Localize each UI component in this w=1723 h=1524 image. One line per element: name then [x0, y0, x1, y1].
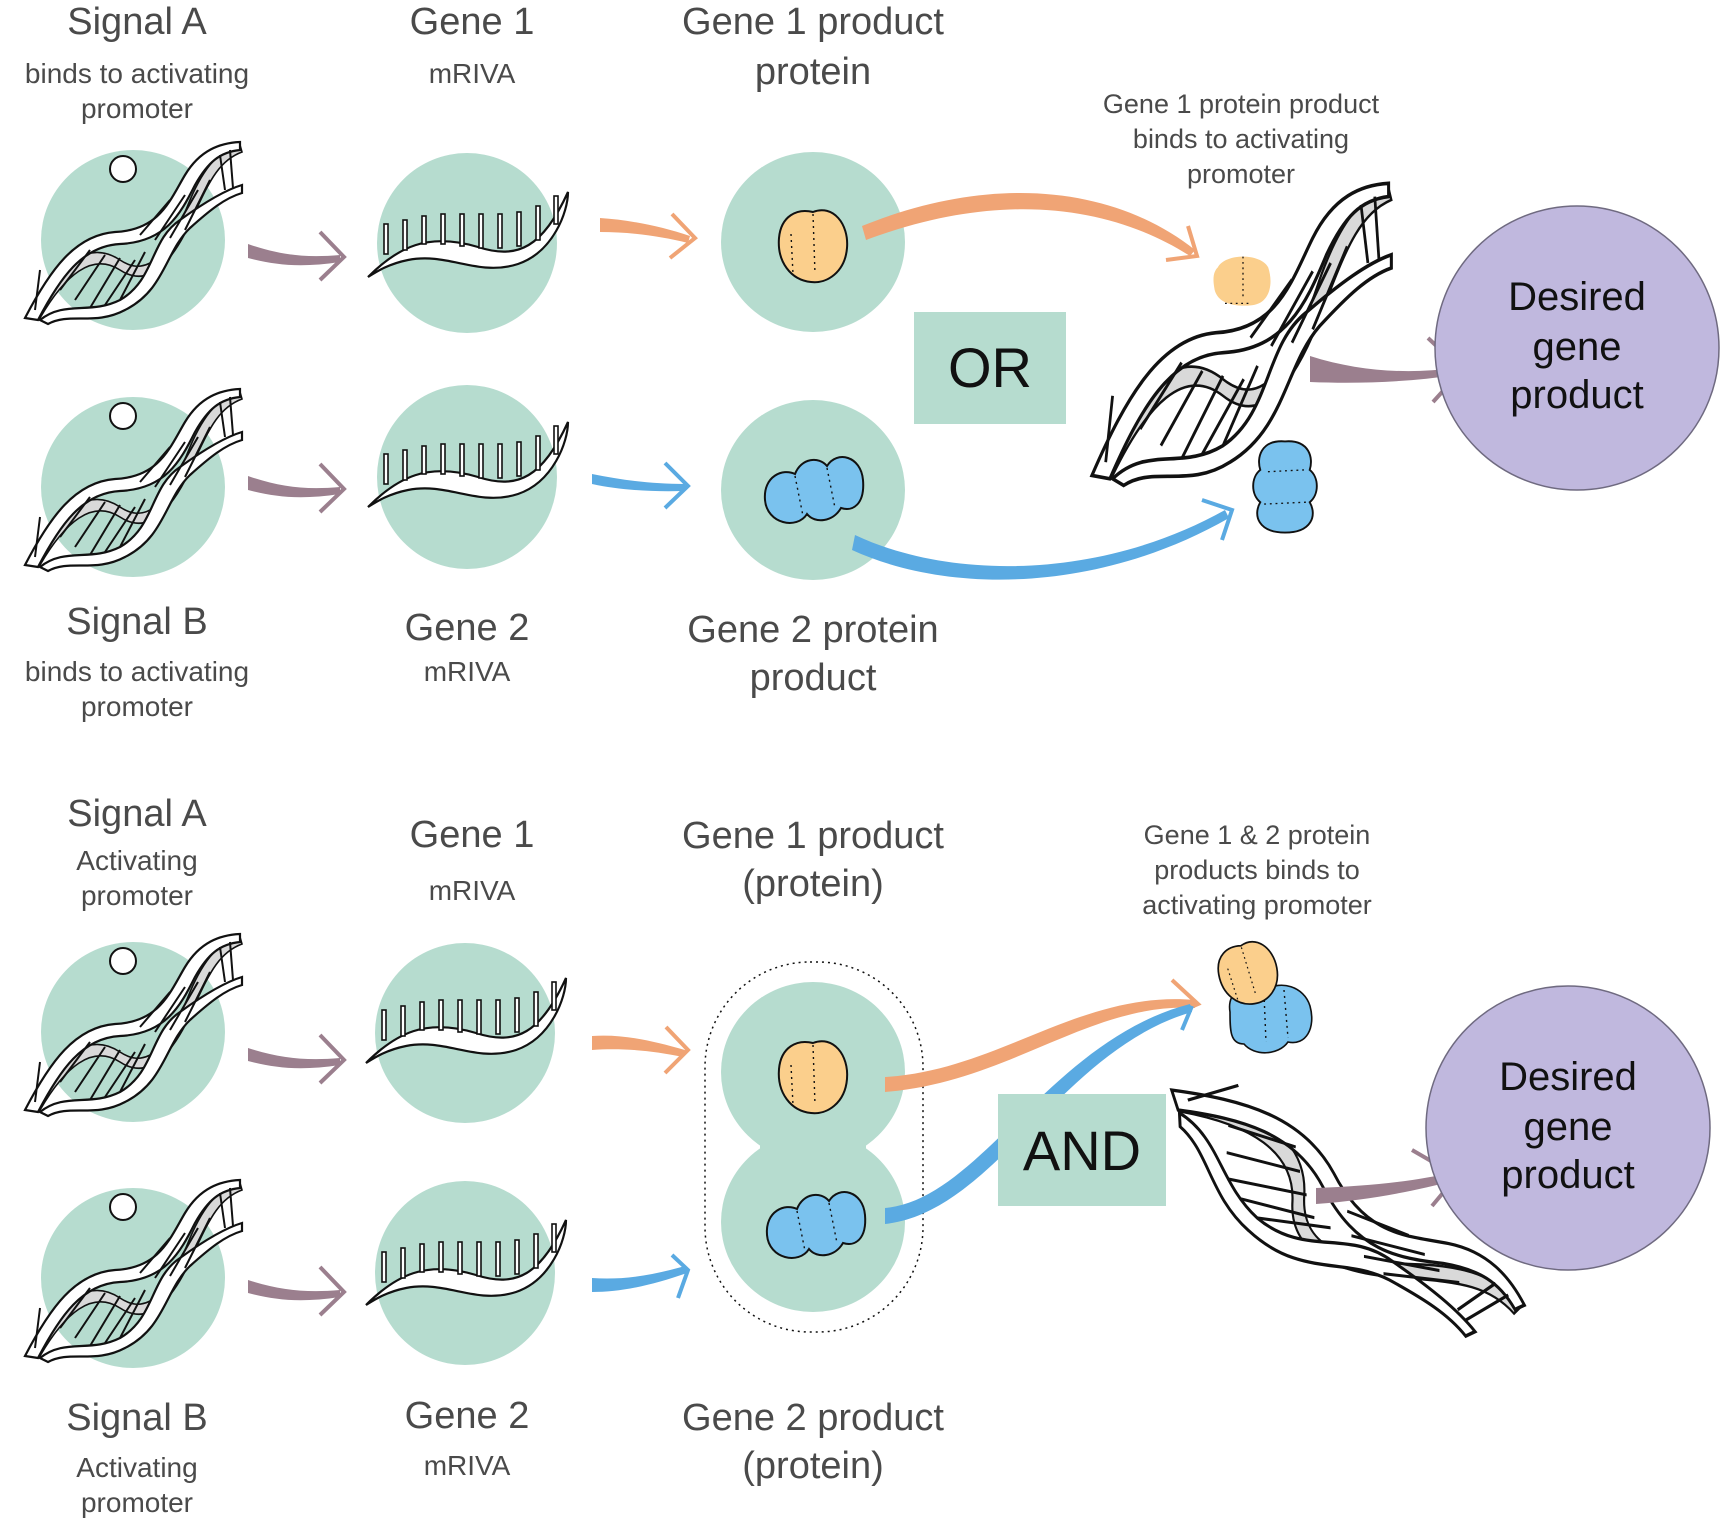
or-arrow-signal-a: [248, 244, 340, 266]
and-binding-note-1: Gene 1 & 2 protein: [1144, 820, 1371, 850]
or-protein1-icon: [777, 209, 849, 284]
and-signal-b-molecule-icon: [109, 1193, 137, 1221]
or-binding-note-3: promoter: [1187, 159, 1295, 189]
and-binding-note-3: activating promoter: [1142, 890, 1372, 920]
and-arrow-protein2-head: [1180, 1005, 1194, 1031]
or-bound-protein1-icon: [1213, 256, 1271, 306]
or-binding-note-2: binds to activating: [1133, 124, 1349, 154]
and-output-line2: gene: [1524, 1105, 1613, 1149]
or-output-line1: Desired: [1508, 275, 1646, 319]
and-arrow-gene2-head: [670, 1253, 691, 1299]
or-gene2-desc: mRIVA: [424, 656, 511, 687]
or-arrow-protein1-head: [1165, 225, 1200, 262]
and-gene2-product-2: (protein): [742, 1445, 884, 1487]
or-arrow-output: [1310, 356, 1455, 383]
and-gene2-desc: mRIVA: [424, 1450, 511, 1481]
or-gene1-product-2: protein: [755, 51, 871, 93]
and-arrow-gene1: [592, 1035, 685, 1057]
or-gate-box: [914, 312, 1066, 424]
and-protein1-icon: [777, 1040, 849, 1115]
and-arrow-output: [1316, 1172, 1457, 1204]
or-arrow-gene2-head: [663, 461, 691, 510]
or-arrow-gene1-head: [668, 212, 698, 260]
and-signal-b-desc-1: Activating: [76, 1452, 197, 1483]
and-product-complex-boundary: [704, 961, 924, 1333]
or-arrow-gene1: [600, 218, 690, 243]
and-output-line3: product: [1501, 1153, 1634, 1197]
or-desired-gene-product: [1434, 205, 1720, 491]
and-arrow-signal-b: [248, 1280, 340, 1301]
or-gene2-product-1: Gene 2 protein: [687, 609, 938, 651]
and-signal-b-title: Signal B: [66, 1397, 208, 1439]
and-signal-a-molecule-icon: [109, 947, 137, 975]
and-product-cell-bridge: [760, 1120, 866, 1180]
or-arrow-gene2: [592, 474, 685, 492]
or-gene2-product-2: product: [750, 657, 877, 699]
and-desired-gene-product: [1425, 985, 1711, 1271]
and-gene1-product-2: (protein): [742, 863, 884, 905]
and-signal-a-title: Signal A: [67, 793, 207, 835]
and-gene2-product-1: Gene 2 product: [682, 1397, 944, 1439]
or-signal-a-desc-1: binds to activating: [25, 58, 249, 89]
or-gene1-desc: mRIVA: [429, 58, 516, 89]
or-signal-b-desc-2: promoter: [81, 691, 193, 722]
or-arrow-protein2-to-promoter: [852, 510, 1229, 580]
signal-a-molecule-icon: [109, 155, 137, 183]
and-signal-a-desc-1: Activating: [76, 845, 197, 876]
or-signal-b-title: Signal B: [66, 601, 208, 643]
or-gene1-product-1: Gene 1 product: [682, 1, 944, 43]
or-gene2-title: Gene 2: [405, 607, 530, 649]
and-gene1-title: Gene 1: [410, 814, 535, 856]
or-signal-a-desc-2: promoter: [81, 93, 193, 124]
and-gene1-product-1: Gene 1 product: [682, 815, 944, 857]
or-binding-note-1: Gene 1 protein product: [1103, 89, 1380, 119]
and-circuit: Signal A Activating promoter Gene 1 mRIV…: [23, 793, 1711, 1518]
and-signal-b-desc-2: promoter: [81, 1487, 193, 1518]
and-arrow-signal-a: [248, 1048, 340, 1069]
and-gene2-title: Gene 2: [405, 1395, 530, 1437]
and-arrow-signal-a-head: [318, 1033, 347, 1085]
and-arrow-signal-b-head: [318, 1265, 347, 1317]
or-arrow-signal-b-head: [318, 462, 347, 514]
and-output-line1: Desired: [1499, 1055, 1637, 1099]
or-arrow-protein1-to-promoter: [862, 192, 1195, 256]
or-gene1-title: Gene 1: [410, 1, 535, 43]
and-signal-a-desc-2: promoter: [81, 880, 193, 911]
or-output-line3: product: [1510, 373, 1643, 417]
and-gene1-desc: mRIVA: [429, 875, 516, 906]
or-output-line2: gene: [1533, 325, 1622, 369]
signal-b-molecule-icon: [109, 402, 137, 430]
and-arrow-gene2: [592, 1266, 687, 1292]
or-arrow-signal-a-head: [318, 230, 347, 282]
and-binding-note-2: products binds to: [1154, 855, 1360, 885]
or-arrow-signal-b: [248, 476, 340, 498]
and-gate-box: [998, 1094, 1166, 1206]
or-gate-label: OR: [948, 336, 1032, 399]
or-signal-a-title: Signal A: [67, 1, 207, 43]
or-free-protein2-icon: [1252, 440, 1318, 534]
and-arrow-protein1-to-promoter: [885, 999, 1195, 1092]
and-arrow-gene1-head: [663, 1025, 691, 1075]
and-gate-label: AND: [1023, 1119, 1141, 1182]
or-signal-b-desc-1: binds to activating: [25, 656, 249, 687]
or-circuit: Signal A binds to activating promoter Ge…: [23, 1, 1720, 722]
or-arrow-protein2-head: [1201, 498, 1235, 541]
